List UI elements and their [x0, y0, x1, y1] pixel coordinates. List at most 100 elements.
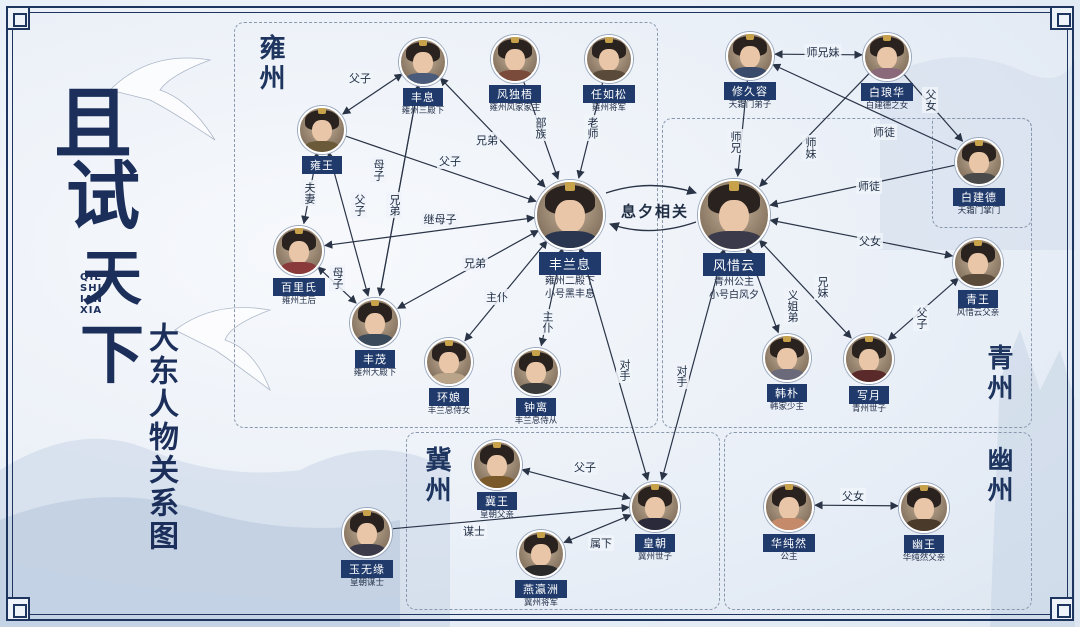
portrait-avatar	[517, 530, 565, 578]
character-hanpu: 韩朴韩家少主	[763, 334, 811, 413]
portrait-avatar	[726, 32, 774, 80]
title-char: 且	[54, 79, 133, 170]
relation-label: 属下	[588, 535, 614, 551]
character-role: 风惜云父亲	[956, 308, 1000, 318]
relation-line	[376, 83, 422, 297]
relation-line	[771, 63, 957, 151]
name-tag: 青王	[958, 290, 998, 308]
portrait-avatar	[512, 348, 560, 396]
relation-label: 师妹	[802, 135, 818, 161]
character-role: 天霜门弟子	[728, 100, 772, 110]
character-jiwang: 冀王皇朝父亲	[472, 440, 522, 521]
relation-label: 父女	[857, 233, 883, 249]
name-tag: 白琅华	[861, 83, 913, 101]
character-role: 雍州三殿下	[401, 106, 445, 116]
name-tag: 玉无缘	[341, 560, 393, 578]
region-ji	[406, 432, 720, 610]
relation-label: 父子	[351, 192, 367, 218]
character-fengmao: 丰茂雍州大殿下	[350, 298, 400, 379]
relation-line	[521, 467, 631, 501]
title-latin: QIE SHII IAN XIA	[80, 272, 107, 316]
character-huachunran: 华纯然公主	[763, 482, 815, 563]
relation-label: 老师	[584, 115, 600, 141]
portrait-avatar	[953, 238, 1003, 288]
title-calligraphy: 且 试 天 下	[40, 85, 200, 415]
character-role: 冀州世子	[637, 552, 672, 562]
name-tag: 雍王	[302, 156, 342, 174]
character-baili: 百里氏雍州王后	[273, 226, 325, 307]
relation-label: 师徒	[856, 178, 882, 194]
portrait-avatar	[698, 179, 770, 251]
name-tag: 华纯然	[763, 534, 815, 552]
relation-line	[758, 239, 852, 339]
character-role: 丰兰息侍从	[514, 416, 558, 426]
character-role: 青州世子	[851, 404, 886, 414]
corner-ornament	[6, 6, 30, 30]
relation-label: 夫妻	[301, 180, 317, 206]
region-label: 雍州	[255, 34, 285, 94]
region-label: 冀州	[421, 446, 451, 506]
portrait-avatar	[535, 180, 605, 250]
character-role: 华纯然父亲	[902, 553, 946, 563]
name-tag: 白建德	[953, 188, 1005, 206]
portrait-avatar	[298, 106, 346, 154]
portrait-avatar	[399, 38, 447, 86]
character-yuwuyuan: 玉无缘皇朝谋士	[341, 508, 393, 589]
character-role: 丰兰息侍女	[427, 406, 471, 416]
portrait-avatar	[472, 440, 522, 490]
relation-line	[563, 513, 632, 544]
title-subtitle: 大东人物关系图	[143, 322, 178, 553]
crane-icon	[174, 307, 272, 392]
region-yong	[234, 22, 658, 428]
portrait-avatar	[491, 35, 539, 83]
relation-label: 父子	[437, 153, 463, 169]
relation-label: 兄弟	[462, 255, 488, 271]
relation-label: 义姐弟	[784, 287, 800, 325]
relation-label: 主仆	[484, 289, 510, 305]
portrait-avatar	[844, 334, 894, 384]
portrait-avatar	[585, 35, 633, 83]
name-tag: 修久容	[724, 82, 776, 100]
character-role: 雍州王后	[281, 296, 316, 306]
relation-label: 父子	[913, 305, 929, 331]
outer-frame	[6, 6, 1074, 621]
name-tag: 幽王	[904, 535, 944, 553]
relation-line	[392, 503, 630, 530]
name-tag: 任如松	[583, 85, 635, 103]
character-fengxi: 丰息雍州三殿下	[399, 38, 447, 117]
portrait-avatar	[899, 483, 949, 533]
character-role: 白建德之女	[865, 101, 909, 111]
character-baifenghua: 白琅华白建德之女	[861, 33, 913, 112]
relation-label: 父子	[347, 70, 373, 86]
relation-label: 兄弟	[386, 192, 402, 218]
character-qingwang: 青王风惜云父亲	[953, 238, 1003, 319]
relation-label: 谋士	[461, 523, 487, 539]
character-fengxiwu: 风独梧雍州风家家主	[489, 35, 541, 114]
relation-label: 对手	[616, 357, 632, 383]
character-huangchao: 皇朝冀州世子	[630, 482, 680, 563]
character-role: 雍州二殿下	[545, 276, 595, 287]
relation-line	[659, 247, 727, 481]
relation-label: 父女	[840, 488, 866, 504]
character-role: 韩家少主	[769, 402, 804, 412]
portrait-avatar	[274, 226, 324, 276]
relation-label: 父子	[572, 459, 598, 475]
region-label: 青州	[983, 344, 1013, 404]
relation-label: 师兄妹	[804, 44, 842, 60]
portrait-avatar	[764, 482, 814, 532]
character-fenglanxi: 丰兰息雍州二殿下小号黑丰息	[535, 180, 605, 301]
character-role: 冀州将军	[523, 598, 558, 608]
name-tag: 丰茂	[355, 350, 395, 368]
portrait-avatar	[863, 33, 911, 81]
character-role: 雍州大殿下	[353, 368, 397, 378]
relation-label: 师兄	[727, 129, 743, 155]
relation-label: 部族	[532, 115, 548, 141]
mutual-relation-arrow	[605, 184, 697, 195]
relation-line	[342, 73, 403, 115]
character-role: 天霜门掌门	[957, 206, 1001, 216]
character-role: 小号白风夕	[709, 290, 759, 301]
portrait-avatar	[342, 508, 392, 558]
latin-line: SHII	[80, 283, 108, 294]
